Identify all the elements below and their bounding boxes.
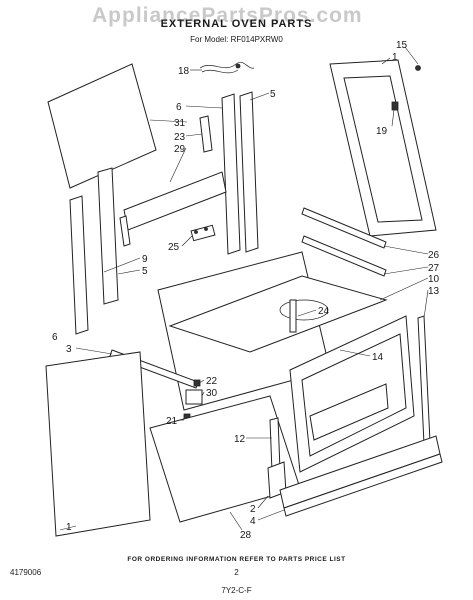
clip [391, 101, 399, 111]
front-frame [289, 315, 431, 473]
callout-31: 31 [174, 118, 186, 129]
callout-9: 9 [142, 254, 148, 265]
screw [415, 65, 421, 71]
date-code: 7Y2-C-F [221, 586, 252, 595]
oven-bottom-assembly [157, 251, 388, 411]
callout-21: 21 [166, 416, 178, 427]
callout-24: 24 [318, 306, 330, 317]
side-rails-left [69, 167, 119, 335]
document-number: 4179006 [10, 568, 42, 577]
callout-23: 23 [174, 132, 186, 143]
callout-26: 26 [428, 250, 440, 261]
callout-25: 25 [168, 242, 180, 253]
callout-1-bottom: 1 [66, 522, 72, 533]
callout-5-top: 5 [270, 89, 276, 100]
callout-3: 3 [66, 344, 72, 355]
callout-12: 12 [234, 434, 246, 445]
callout-10: 10 [428, 274, 440, 285]
model-label: For Model: RF014PXRW0 [190, 35, 283, 44]
callout-18: 18 [178, 66, 190, 77]
callout-30: 30 [206, 388, 218, 399]
leader-lines [59, 46, 429, 531]
watermark: AppliancePartsPros.com [92, 4, 363, 27]
page-number: 2 [234, 568, 239, 577]
callout-19: 19 [376, 126, 388, 137]
callout-numbers: 18 15 1 19 6 5 31 23 29 25 9 5 26 27 10 … [52, 40, 440, 541]
base-assembly [149, 395, 443, 523]
callout-4: 4 [250, 516, 256, 527]
rear-frame-assembly [119, 91, 259, 255]
rear-panel [47, 63, 157, 189]
callout-5-mid: 5 [142, 266, 148, 277]
callout-27: 27 [428, 263, 440, 274]
callout-6-left: 6 [52, 332, 58, 343]
diagram-title: EXTERNAL OVEN PARTS [160, 18, 313, 30]
callout-2: 2 [250, 504, 256, 515]
callout-14: 14 [372, 352, 384, 363]
callout-28: 28 [240, 530, 252, 541]
wire-harness [199, 62, 255, 74]
callout-13: 13 [428, 286, 440, 297]
ordering-note: FOR ORDERING INFORMATION REFER TO PARTS … [127, 556, 346, 563]
burner-tube [289, 299, 297, 333]
brackets [301, 207, 387, 277]
callout-1-top: 1 [392, 52, 398, 63]
callout-15: 15 [396, 40, 408, 51]
callout-6-top: 6 [176, 102, 182, 113]
door-frame [329, 59, 437, 237]
side-panel [45, 351, 151, 537]
callout-22: 22 [206, 376, 218, 387]
callout-29: 29 [174, 144, 186, 155]
